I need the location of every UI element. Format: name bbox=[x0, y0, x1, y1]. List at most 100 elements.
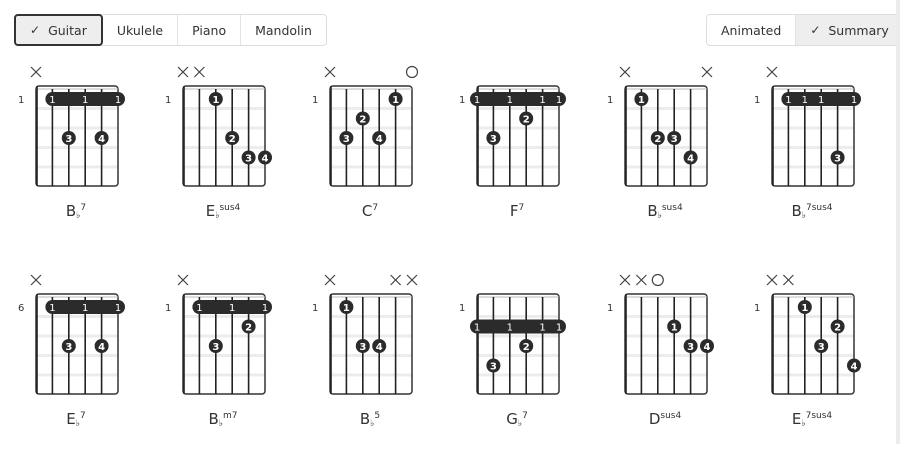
finger-dot: 3 bbox=[208, 339, 223, 353]
finger-number: 2 bbox=[229, 134, 236, 145]
finger-number: 1 bbox=[507, 323, 513, 334]
chord-quality: 7sus4 bbox=[805, 411, 833, 421]
finger-number: 2 bbox=[654, 134, 661, 145]
finger-number: 1 bbox=[392, 95, 399, 106]
chord-name: B♭5 bbox=[312, 410, 428, 429]
dot-circle bbox=[683, 339, 698, 353]
tab-label: Guitar bbox=[48, 22, 87, 38]
mute-stroke bbox=[390, 274, 402, 286]
mute-icon bbox=[766, 274, 778, 286]
chord-acc: ♭ bbox=[370, 419, 375, 429]
dot-circle bbox=[519, 111, 534, 126]
barre bbox=[192, 300, 272, 314]
chord-name: B♭sus4 bbox=[607, 202, 723, 221]
tab-mandolin[interactable]: Mandolin bbox=[241, 15, 326, 45]
fret-number: 1 bbox=[754, 95, 760, 106]
dot-circle bbox=[61, 339, 76, 353]
tab-summary[interactable]: ✓Summary bbox=[796, 15, 900, 45]
finger-dot: 2 bbox=[519, 339, 534, 353]
tab-animated[interactable]: Animated bbox=[707, 15, 797, 45]
finger-dot: 3 bbox=[830, 150, 845, 165]
finger-dot: 2 bbox=[355, 111, 370, 126]
mute-stroke bbox=[406, 274, 418, 286]
dot-circle bbox=[339, 300, 354, 314]
finger-number: 1 bbox=[343, 303, 350, 314]
chord-quality: 7 bbox=[80, 411, 86, 421]
chord-root: D bbox=[648, 410, 661, 428]
chord-quality: 7 bbox=[518, 203, 525, 213]
chord-quality: 7 bbox=[80, 203, 87, 213]
finger-number: 4 bbox=[851, 362, 858, 373]
chord-root: B bbox=[208, 410, 219, 428]
finger-dot: 2 bbox=[519, 111, 534, 126]
fret-number: 1 bbox=[459, 303, 465, 314]
mute-stroke bbox=[635, 274, 647, 286]
finger-number: 1 bbox=[802, 95, 808, 106]
mute-stroke bbox=[619, 66, 631, 78]
chord-quality: 5 bbox=[374, 411, 381, 421]
finger-dot: 4 bbox=[94, 339, 109, 353]
finger-number: 3 bbox=[65, 342, 72, 353]
finger-number: 1 bbox=[49, 303, 55, 314]
fretboard-frame bbox=[624, 85, 708, 187]
finger-number: 1 bbox=[262, 303, 268, 314]
finger-number: 4 bbox=[704, 342, 711, 353]
chord-acc: ♭ bbox=[218, 419, 224, 429]
dot-circle bbox=[830, 150, 845, 165]
mute-stroke bbox=[30, 274, 42, 286]
finger-number: 2 bbox=[359, 115, 366, 126]
dot-circle bbox=[486, 358, 501, 373]
mute-icon bbox=[30, 66, 42, 78]
tab-label: Animated bbox=[721, 22, 782, 38]
dot-circle bbox=[339, 131, 354, 145]
tab-label: Ukulele bbox=[116, 22, 164, 38]
fretboard-frame bbox=[476, 85, 560, 187]
chord-root: B bbox=[647, 202, 658, 220]
finger-dot: 2 bbox=[650, 131, 665, 145]
dot-circle bbox=[241, 150, 256, 165]
finger-number: 4 bbox=[98, 342, 105, 353]
scrollbar[interactable] bbox=[896, 0, 900, 444]
fretboard-frame bbox=[35, 85, 119, 187]
fret-number: 1 bbox=[754, 303, 760, 314]
tab-guitar[interactable]: ✓Guitar bbox=[14, 14, 103, 46]
finger-number: 4 bbox=[376, 134, 383, 145]
mute-stroke bbox=[766, 66, 778, 78]
chord-name: C7 bbox=[312, 202, 428, 221]
mute-stroke bbox=[193, 66, 205, 78]
dot-circle bbox=[667, 131, 682, 145]
mute-icon bbox=[406, 274, 418, 286]
finger-number: 1 bbox=[801, 303, 808, 314]
finger-number: 1 bbox=[229, 303, 235, 314]
finger-dot: 1 bbox=[388, 92, 403, 106]
finger-number: 1 bbox=[212, 95, 219, 106]
finger-dot: 3 bbox=[486, 358, 501, 373]
tab-ukulele[interactable]: Ukulele bbox=[103, 15, 179, 45]
dot-circle bbox=[700, 339, 714, 353]
dot-circle bbox=[667, 319, 682, 334]
fret-number: 1 bbox=[312, 95, 318, 106]
mute-icon bbox=[193, 66, 205, 78]
dot-circle bbox=[797, 300, 812, 314]
finger-dot: 4 bbox=[258, 150, 272, 165]
fret-number: 1 bbox=[607, 95, 613, 106]
tab-piano[interactable]: Piano bbox=[178, 15, 242, 45]
barre bbox=[45, 92, 125, 106]
barre bbox=[470, 92, 566, 106]
fretboard-frame bbox=[329, 85, 413, 187]
tab-label: Summary bbox=[828, 22, 889, 38]
